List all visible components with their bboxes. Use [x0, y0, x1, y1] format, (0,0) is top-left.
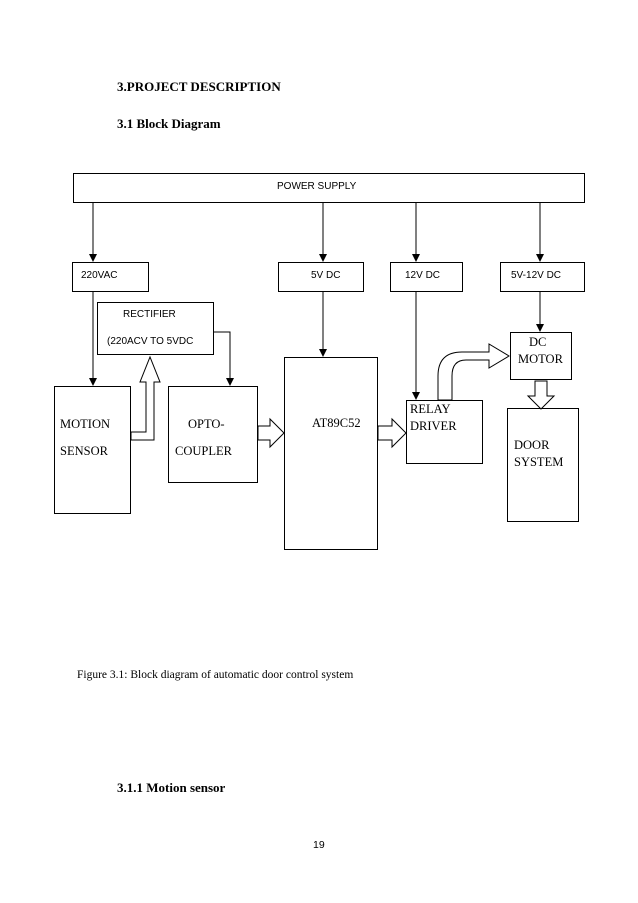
rectifier-label-line2: (220ACV TO 5VDC — [107, 336, 194, 347]
hollow-arrow-mcu-to-relay — [377, 417, 407, 449]
motion-sensor-label-line1: MOTION — [60, 417, 110, 431]
motion-sensor-block: MOTION SENSOR — [54, 386, 131, 514]
power-supply-label: POWER SUPPLY — [277, 181, 357, 192]
subsection-heading: 3.1 Block Diagram — [117, 116, 221, 131]
relay-driver-block: RELAY DRIVER — [406, 400, 483, 464]
arrow-rectifier-to-opto — [214, 331, 234, 386]
relay-driver-label-line1: RELAY — [410, 402, 451, 416]
rectifier-label-line1: RECTIFIER — [123, 309, 176, 320]
mcu-block: AT89C52 — [284, 357, 378, 550]
opto-coupler-block: OPTO- COUPLER — [168, 386, 258, 483]
rail-5v12vdc-label: 5V-12V DC — [511, 270, 562, 281]
motion-sensor-label-line2: SENSOR — [60, 444, 108, 458]
dc-motor-label-line1: DC — [529, 335, 547, 349]
figure-caption: Figure 3.1: Block diagram of automatic d… — [77, 669, 354, 681]
rail-5vdc-block: 5V DC — [278, 262, 364, 292]
relay-driver-label-line2: DRIVER — [410, 419, 457, 433]
door-system-label-line2: SYSTEM — [514, 455, 564, 469]
rail-220vac-block: 220VAC — [72, 262, 149, 292]
rail-5vdc-label: 5V DC — [311, 270, 341, 281]
hollow-arrow-motion-to-rectifier — [130, 355, 161, 441]
dc-motor-block: DC MOTOR — [510, 332, 572, 380]
rail-12vdc-label: 12V DC — [405, 270, 441, 281]
rail-220vac-label: 220VAC — [81, 270, 118, 281]
opto-coupler-label-line1: OPTO- — [188, 417, 225, 431]
dc-motor-label-line2: MOTOR — [518, 352, 563, 366]
hollow-arrow-opto-to-mcu — [257, 417, 285, 449]
hollow-arrow-relay-to-motor — [437, 343, 510, 401]
hollow-arrow-motor-to-door — [526, 380, 556, 410]
rectifier-block: RECTIFIER (220ACV TO 5VDC — [97, 302, 214, 355]
rail-12vdc-block: 12V DC — [390, 262, 463, 292]
mcu-label: AT89C52 — [312, 416, 361, 430]
door-system-label-line1: DOOR — [514, 438, 550, 452]
door-system-block: DOOR SYSTEM — [507, 408, 579, 522]
section-heading: 3.PROJECT DESCRIPTION — [117, 79, 281, 94]
opto-coupler-label-line2: COUPLER — [175, 444, 232, 458]
subsubsection-heading: 3.1.1 Motion sensor — [117, 780, 226, 795]
page-number: 19 — [313, 839, 325, 851]
power-supply-block: POWER SUPPLY — [73, 173, 585, 203]
rail-5v12vdc-block: 5V-12V DC — [500, 262, 585, 292]
